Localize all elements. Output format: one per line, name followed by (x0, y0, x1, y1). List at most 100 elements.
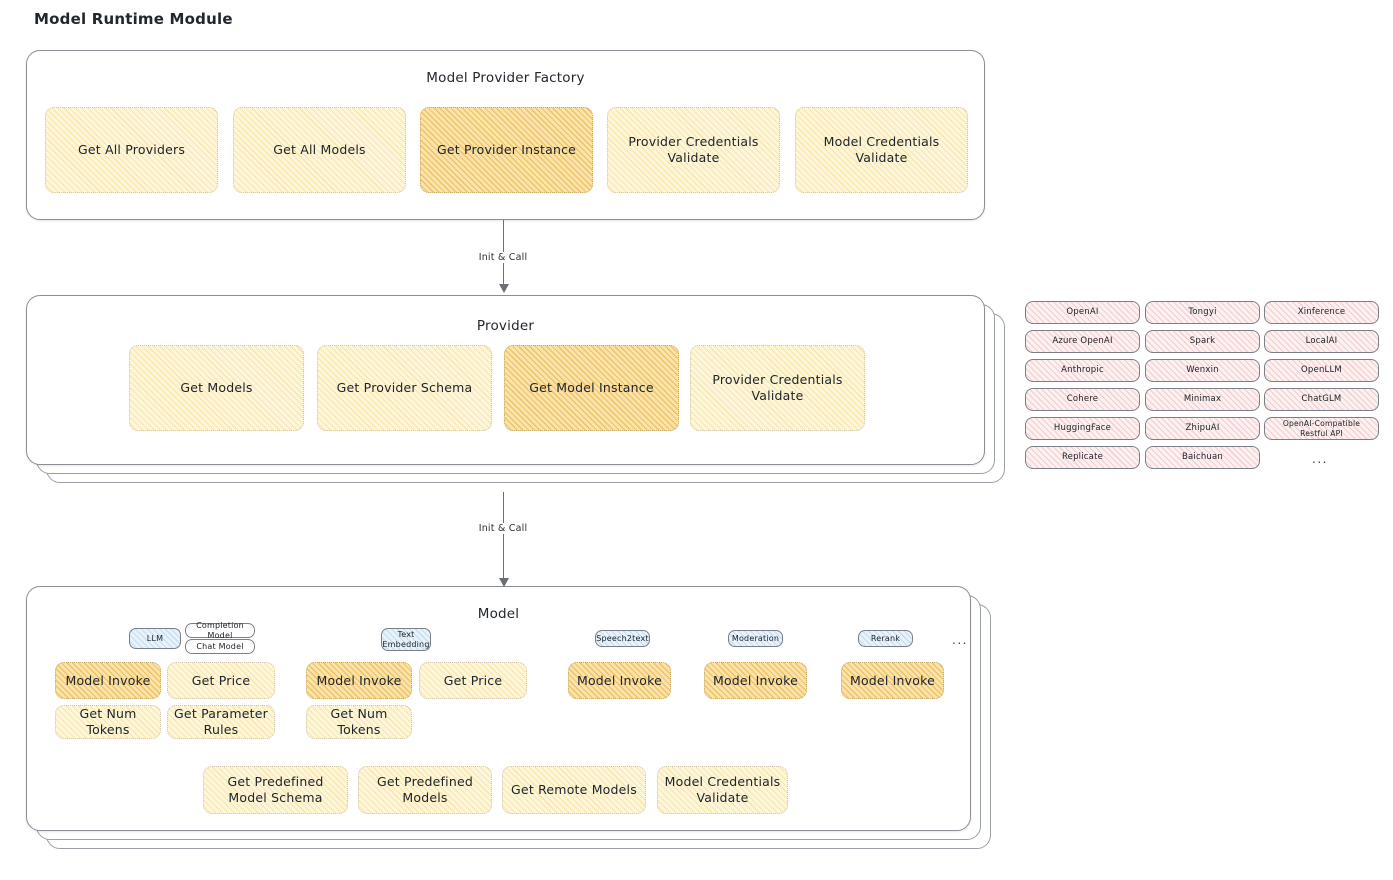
model-provider-factory-title: Model Provider Factory (426, 70, 585, 86)
provider-chip-openllm[interactable]: OpenLLM (1264, 359, 1379, 382)
model-type-label: Rerank (870, 633, 901, 643)
provider-title: Provider (476, 318, 535, 334)
factory-node-label: Model Credentials Validate (823, 134, 940, 165)
model-type-chip-llm[interactable]: LLM (129, 628, 181, 649)
provider-chip-label: OpenLLM (1301, 365, 1342, 376)
provider-chip-spark[interactable]: Spark (1145, 330, 1260, 353)
factory-node-model-credentials-validate[interactable]: Model Credentials Validate (795, 107, 968, 193)
factory-node-get-provider-instance[interactable]: Get Provider Instance (420, 107, 593, 193)
provider-chip-label: LocalAI (1305, 336, 1338, 347)
provider-chip-label: Xinference (1297, 307, 1346, 318)
page-title: Model Runtime Module (34, 10, 233, 28)
text-embedding-node-get-num-tokens[interactable]: Get Num Tokens (306, 705, 412, 739)
text-embedding-node-get-price[interactable]: Get Price (419, 662, 527, 699)
provider-chip-baichuan[interactable]: Baichuan (1145, 446, 1260, 469)
model-common-node-label: Model Credentials Validate (664, 774, 781, 805)
provider-chip-openai[interactable]: OpenAI (1025, 301, 1140, 324)
moderation-node-model-invoke[interactable]: Model Invoke (704, 662, 807, 699)
model-common-node-model-credentials-validate[interactable]: Model Credentials Validate (657, 766, 788, 814)
provider-chip-anthropic[interactable]: Anthropic (1025, 359, 1140, 382)
provider-chip-xinference[interactable]: Xinference (1264, 301, 1379, 324)
model-common-node-get-predefined-model-schema[interactable]: Get Predefined Model Schema (203, 766, 348, 814)
model-common-node-label: Get Predefined Models (377, 774, 473, 805)
llm-node-model-invoke[interactable]: Model Invoke (55, 662, 161, 699)
model-common-node-get-remote-models[interactable]: Get Remote Models (502, 766, 646, 814)
provider-node-label: Get Provider Schema (336, 380, 473, 395)
model-subtype-chip-chat-model[interactable]: Chat Model (185, 639, 255, 654)
text-embedding-node-label: Model Invoke (316, 672, 402, 688)
rerank-node-label: Model Invoke (849, 672, 936, 688)
provider-chip-huggingface[interactable]: HuggingFace (1025, 417, 1140, 440)
provider-chip-label: Minimax (1183, 394, 1222, 405)
provider-chip-chatglm[interactable]: ChatGLM (1264, 388, 1379, 411)
provider-chip-openai-compatible-restful-api[interactable]: OpenAI-Compatible Restful API (1264, 417, 1379, 440)
provider-chip-localai[interactable]: LocalAI (1264, 330, 1379, 353)
provider-node-provider-credentials-validate[interactable]: Provider Credentials Validate (690, 345, 865, 431)
factory-node-label: Get All Providers (77, 142, 186, 157)
provider-chip-tongyi[interactable]: Tongyi (1145, 301, 1260, 324)
model-type-label: Speech2text (596, 633, 649, 643)
speech2text-node-label: Model Invoke (576, 672, 663, 688)
llm-node-label: Get Parameter Rules (174, 706, 268, 737)
text-embedding-node-model-invoke[interactable]: Model Invoke (306, 662, 412, 699)
provider-chip-label: Replicate (1061, 452, 1104, 463)
provider-node-get-provider-schema[interactable]: Get Provider Schema (317, 345, 492, 431)
model-common-node-label: Get Predefined Model Schema (227, 774, 324, 805)
provider-chip-label: Azure OpenAI (1052, 336, 1113, 347)
factory-node-label: Provider Credentials Validate (628, 134, 759, 165)
provider-node-label: Provider Credentials Validate (712, 372, 843, 403)
provider-chip-label: Wenxin (1186, 365, 1219, 376)
model-type-label: Text Embedding (382, 630, 430, 649)
provider-chip-label: Baichuan (1181, 452, 1224, 463)
llm-node-label: Model Invoke (65, 672, 151, 688)
factory-node-get-all-models[interactable]: Get All Models (233, 107, 406, 193)
speech2text-node-model-invoke[interactable]: Model Invoke (568, 662, 671, 699)
provider-chip-zhipuai[interactable]: ZhipuAI (1145, 417, 1260, 440)
provider-chip-azure-openai[interactable]: Azure OpenAI (1025, 330, 1140, 353)
model-type-label: LLM (146, 633, 164, 643)
llm-node-get-price[interactable]: Get Price (167, 662, 275, 699)
model-subtype-label: Chat Model (196, 641, 244, 651)
provider-chip-label: OpenAI-Compatible Restful API (1282, 418, 1361, 438)
factory-node-label: Get Provider Instance (436, 142, 577, 157)
provider-chip-label: Anthropic (1061, 365, 1104, 376)
model-type-chip-rerank[interactable]: Rerank (858, 630, 913, 647)
model-common-node-get-predefined-models[interactable]: Get Predefined Models (358, 766, 492, 814)
model-type-chip-speech2text[interactable]: Speech2text (595, 630, 650, 647)
model-type-label: Moderation (731, 633, 780, 643)
llm-node-label: Get Num Tokens (79, 706, 137, 737)
model-title: Model (477, 606, 520, 622)
arrow-shaft (503, 492, 505, 578)
arrow-label-init-and-call-1: Init & Call (474, 252, 532, 263)
provider-node-label: Get Models (180, 380, 253, 395)
model-types-more-ellipsis: ... (952, 633, 968, 647)
text-embedding-node-label: Get Num Tokens (330, 706, 388, 737)
factory-node-provider-credentials-validate[interactable]: Provider Credentials Validate (607, 107, 780, 193)
llm-node-get-num-tokens[interactable]: Get Num Tokens (55, 705, 161, 739)
provider-node-label: Get Model Instance (529, 380, 654, 395)
provider-chip-minimax[interactable]: Minimax (1145, 388, 1260, 411)
moderation-node-label: Model Invoke (712, 672, 799, 688)
arrow-head-icon (498, 578, 509, 587)
factory-node-label: Get All Models (273, 142, 366, 157)
model-subtype-chip-completion-model[interactable]: Completion Model (185, 621, 255, 640)
provider-chip-label: ZhipuAI (1185, 423, 1220, 434)
provider-node-get-model-instance[interactable]: Get Model Instance (504, 345, 679, 431)
provider-chip-label: Tongyi (1188, 307, 1217, 318)
provider-node-get-models[interactable]: Get Models (129, 345, 304, 431)
arrow-label-init-and-call-2: Init & Call (474, 523, 532, 534)
model-type-chip-moderation[interactable]: Moderation (728, 630, 783, 647)
text-embedding-node-label: Get Price (443, 672, 503, 688)
provider-chip-cohere[interactable]: Cohere (1025, 388, 1140, 411)
model-common-node-label: Get Remote Models (511, 782, 637, 797)
llm-node-label: Get Price (191, 672, 251, 688)
model-type-chip-text-embedding[interactable]: Text Embedding (381, 628, 431, 651)
provider-chip-label: ChatGLM (1301, 394, 1342, 405)
factory-node-get-all-providers[interactable]: Get All Providers (45, 107, 218, 193)
provider-chip-replicate[interactable]: Replicate (1025, 446, 1140, 469)
rerank-node-model-invoke[interactable]: Model Invoke (841, 662, 944, 699)
provider-chip-label: OpenAI (1066, 307, 1099, 318)
llm-node-get-parameter-rules[interactable]: Get Parameter Rules (167, 705, 275, 739)
provider-chip-wenxin[interactable]: Wenxin (1145, 359, 1260, 382)
